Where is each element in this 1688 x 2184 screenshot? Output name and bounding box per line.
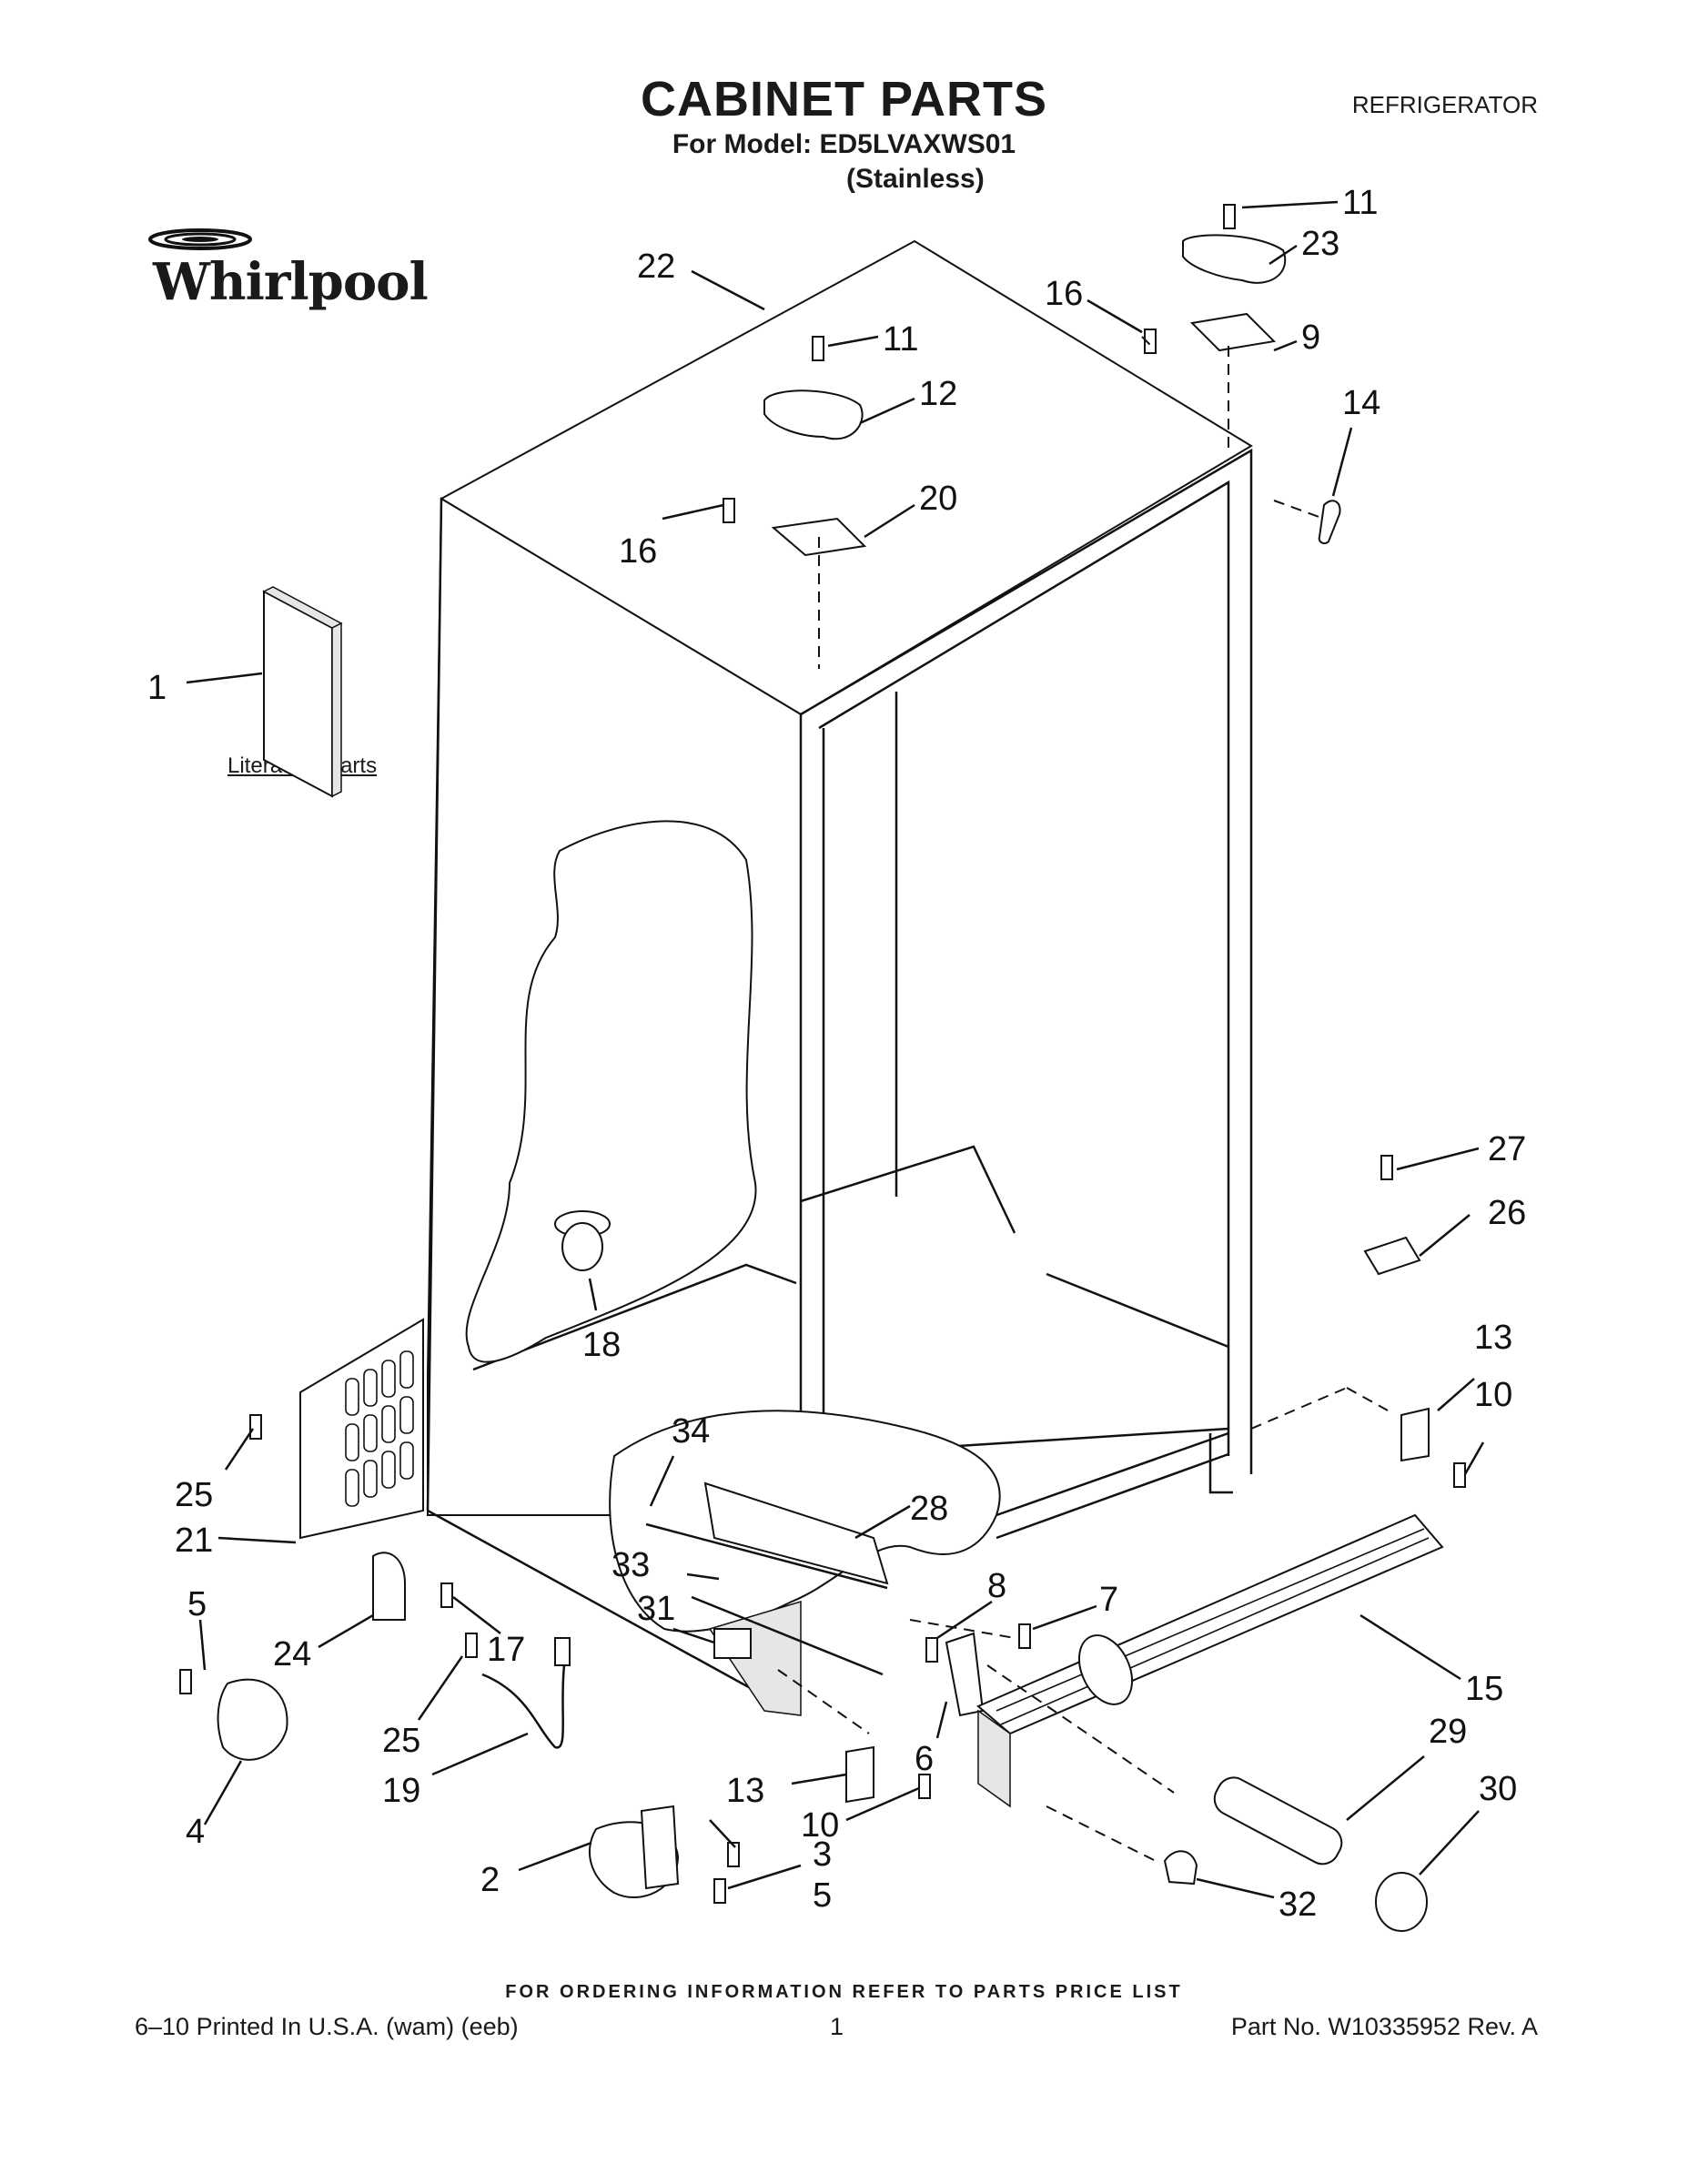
callout-10b: 10 (801, 1806, 839, 1845)
callout-23: 23 (1301, 225, 1339, 263)
callout-1: 1 (147, 669, 167, 707)
callout-5b: 5 (813, 1876, 832, 1915)
brand-name: Whirlpool (153, 252, 429, 312)
dispenser-and-filter-parts (217, 1210, 1444, 1932)
model-line: For Model: ED5LVAXWS01 (672, 129, 1016, 159)
callout-4: 4 (186, 1813, 205, 1851)
callout-31: 31 (637, 1590, 675, 1628)
callout-10a: 10 (1474, 1376, 1512, 1414)
callout-11b: 11 (883, 320, 918, 359)
leader-lines (186, 200, 1485, 1899)
model-variant: (Stainless) (846, 164, 985, 194)
callout-13b: 13 (726, 1772, 764, 1810)
callout-18: 18 (582, 1326, 621, 1364)
callout-13a: 13 (1474, 1319, 1512, 1357)
ordering-note: FOR ORDERING INFORMATION REFER TO PARTS … (505, 1982, 1183, 2002)
callout-27: 27 (1488, 1130, 1526, 1168)
callout-33: 33 (612, 1546, 650, 1584)
print-info: 6–10 Printed In U.S.A. (wam) (eeb) (135, 2013, 519, 2040)
callout-25a: 25 (175, 1476, 213, 1514)
callout-34: 34 (672, 1412, 710, 1451)
page-number: 1 (830, 2013, 844, 2040)
callout-3: 3 (813, 1835, 832, 1874)
callout-9: 9 (1301, 318, 1320, 357)
callout-21: 21 (175, 1522, 213, 1560)
callout-numbers: 1 2 3 4 5 5 6 7 8 9 10 10 11 11 12 13 13… (147, 184, 1526, 1924)
callout-11a: 11 (1342, 184, 1378, 222)
dashed-assembly-lines (777, 336, 1389, 1862)
rear-access-panel (299, 1318, 424, 1540)
callout-30: 30 (1479, 1770, 1517, 1808)
callout-5a: 5 (187, 1585, 207, 1623)
callout-16a: 16 (1045, 275, 1083, 313)
callout-20: 20 (919, 480, 957, 518)
callout-28: 28 (910, 1490, 948, 1528)
callout-2: 2 (480, 1861, 500, 1899)
callout-8: 8 (987, 1567, 1006, 1605)
brand-swirl-icon (148, 228, 252, 250)
brand-logo: Whirlpool (136, 223, 429, 323)
callout-24: 24 (273, 1635, 311, 1673)
callout-17: 17 (487, 1631, 525, 1669)
cabinet-shell (426, 239, 1253, 1716)
callout-26: 26 (1488, 1194, 1526, 1232)
callout-14: 14 (1342, 384, 1380, 422)
appliance-category: REFRIGERATOR (1351, 91, 1538, 118)
callout-15: 15 (1465, 1670, 1503, 1708)
callout-29: 29 (1429, 1713, 1467, 1751)
callout-7: 7 (1099, 1581, 1118, 1619)
callout-6: 6 (915, 1740, 934, 1778)
callout-22: 22 (637, 248, 675, 286)
part-number: Part No. W10335952 Rev. A (1230, 2013, 1538, 2040)
callout-12: 12 (919, 375, 957, 413)
callout-25b: 25 (382, 1722, 420, 1760)
callout-19: 19 (382, 1772, 420, 1810)
callout-32: 32 (1279, 1886, 1317, 1924)
screws (179, 204, 1466, 1904)
callout-16b: 16 (619, 532, 657, 571)
literature-parts-booklet (262, 586, 343, 798)
page-title: CABINET PARTS (640, 72, 1047, 126)
